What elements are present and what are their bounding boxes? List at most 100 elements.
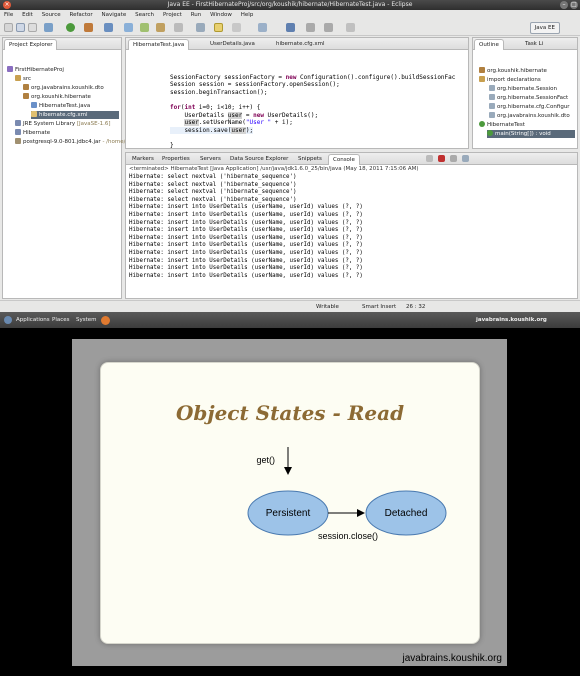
project-icon [7, 66, 13, 72]
outline-item[interactable]: org.hibernate.Session [489, 85, 557, 93]
tree-item-hibernatetest[interactable]: HibernateTest.java [31, 102, 90, 110]
maximize-window-icon[interactable]: □ [570, 1, 578, 9]
outline-item-selected[interactable]: main(String[]) : void [487, 130, 575, 138]
console-header: <terminated> HibernateTest [Java Applica… [129, 166, 419, 172]
debug-icon[interactable] [44, 23, 53, 32]
menu-places[interactable]: Places [52, 317, 70, 323]
console-line: Hibernate: select nextval ('hibernate_se… [129, 196, 297, 203]
tab-outline[interactable]: Outline [474, 39, 504, 50]
pin-editor-icon[interactable] [346, 23, 355, 32]
menu-system[interactable]: System [76, 317, 97, 323]
open-type-icon[interactable] [156, 23, 165, 32]
tree-item-src[interactable]: src [15, 75, 31, 83]
new-icon[interactable] [4, 23, 13, 32]
perspective-java-ee[interactable]: Java EE [529, 22, 560, 34]
menu-bar: File Edit Source Refactor Navigate Searc… [0, 10, 580, 19]
persistent-label: Persistent [266, 508, 311, 519]
menu-run[interactable]: Run [190, 12, 202, 18]
menu-edit[interactable]: Edit [22, 12, 33, 18]
tab-hibernate-cfg-xml[interactable]: hibernate.cfg.xml [276, 41, 325, 47]
run-icon[interactable] [66, 23, 75, 32]
menu-applications[interactable]: Applications [16, 317, 50, 323]
outline-item[interactable]: import declarations [479, 76, 541, 84]
tab-markers[interactable]: Markers [132, 156, 154, 162]
menu-window[interactable]: Window [210, 12, 232, 18]
tab-data-source-explorer[interactable]: Data Source Explorer [230, 156, 289, 162]
tab-snippets[interactable]: Snippets [298, 156, 322, 162]
outline-panel: Outline Task Li org.koushik.hibernate im… [472, 37, 578, 149]
tab-hibernatetest-java[interactable]: HibernateTest.java [128, 39, 190, 50]
tree-item-postgres-jar[interactable]: postgresql-9.0-801.jdbc4.jar - /home/k [15, 138, 129, 146]
next-annotation-icon[interactable] [258, 23, 267, 32]
terminate-icon[interactable] [426, 155, 433, 162]
code-line: user.setUserName("User " + i); [184, 119, 293, 127]
menu-navigate[interactable]: Navigate [101, 12, 127, 18]
menu-source[interactable]: Source [41, 12, 61, 18]
status-insert-mode: Smart Insert [362, 304, 397, 310]
imports-icon [479, 76, 485, 82]
outline-item[interactable]: HibernateTest [479, 121, 525, 129]
minimize-window-icon[interactable]: – [560, 1, 568, 9]
code-editor[interactable]: SessionFactory sessionFactory = new Conf… [170, 66, 455, 150]
tab-properties[interactable]: Properties [162, 156, 190, 162]
outline-item[interactable]: org.javabrains.koushik.dto [489, 112, 570, 120]
status-cursor-position: 26 : 32 [406, 304, 426, 310]
show-whitespace-icon[interactable] [232, 23, 241, 32]
import-icon [489, 112, 495, 118]
outline-item[interactable]: org.hibernate.cfg.Configur [489, 103, 570, 111]
new-java-project-icon[interactable] [124, 23, 133, 32]
forward-icon[interactable] [324, 23, 333, 32]
last-edit-location-icon[interactable] [286, 23, 295, 32]
console-line: Hibernate: insert into UserDetails (user… [129, 211, 363, 218]
library-icon [15, 129, 21, 135]
state-diagram: get() Persistent session.close() Detache… [247, 447, 447, 541]
tree-item-hibernate-package[interactable]: org.koushik.hibernate [23, 93, 91, 101]
new-package-icon[interactable] [140, 23, 149, 32]
code-line: SessionFactory sessionFactory = new Conf… [170, 73, 456, 81]
gnome-foot-icon[interactable] [4, 316, 12, 324]
tree-item-dto-package[interactable]: org.javabrains.koushik.dto [23, 84, 104, 92]
status-bar: Writable Smart Insert 26 : 32 [0, 300, 580, 312]
save-icon[interactable] [16, 23, 25, 32]
menu-file[interactable]: File [4, 12, 14, 18]
search-icon[interactable] [174, 23, 183, 32]
annotation-icon[interactable] [214, 23, 223, 32]
code-line: UserDetails user = new UserDetails(); [170, 111, 319, 119]
console-output[interactable]: Hibernate: select nextval ('hibernate_se… [129, 174, 363, 280]
scroll-lock-icon[interactable] [462, 155, 469, 162]
tab-userdetails-java[interactable]: UserDetails.java [210, 41, 255, 47]
firefox-icon[interactable] [101, 316, 110, 325]
remove-launch-icon[interactable] [438, 155, 445, 162]
tree-item-jre[interactable]: JRE System Library [JavaSE-1.6] [15, 120, 111, 128]
slide-card: Object States - Read get() Persistent se… [100, 362, 480, 644]
new-server-icon[interactable] [104, 23, 113, 32]
code-line: } [170, 141, 174, 149]
close-window-icon[interactable]: × [3, 1, 11, 9]
print-icon[interactable] [28, 23, 37, 32]
outline-item[interactable]: org.hibernate.SessionFact [489, 94, 568, 102]
menu-refactor[interactable]: Refactor [69, 12, 93, 18]
clear-console-icon[interactable] [450, 155, 457, 162]
editor-panel: HibernateTest.java UserDetails.java hibe… [125, 37, 469, 149]
menu-search[interactable]: Search [135, 12, 155, 18]
menu-project[interactable]: Project [162, 12, 182, 18]
menu-help[interactable]: Help [240, 12, 254, 18]
tree-item-hibernate-cfg[interactable]: hibernate.cfg.xml [31, 111, 119, 119]
tree-item-hibernate-lib[interactable]: Hibernate [15, 129, 50, 137]
tab-console[interactable]: Console [328, 154, 360, 165]
tree-item-project[interactable]: FirstHibernateProj [7, 66, 64, 74]
package-icon [23, 84, 29, 90]
library-icon [15, 120, 21, 126]
label-session-close: session.close() [318, 531, 378, 541]
editor-tabbar: HibernateTest.java UserDetails.java hibe… [126, 38, 468, 50]
external-tools-icon[interactable] [84, 23, 93, 32]
toggle-mark-occurrences-icon[interactable] [196, 23, 205, 32]
tab-servers[interactable]: Servers [200, 156, 221, 162]
outline-item[interactable]: org.koushik.hibernate [479, 67, 547, 75]
main-toolbar: Java EE [0, 19, 580, 36]
label-get: get() [256, 455, 275, 465]
tab-task-list[interactable]: Task Li [525, 41, 544, 47]
back-icon[interactable] [306, 23, 315, 32]
tab-project-explorer[interactable]: Project Explorer [4, 39, 58, 50]
project-explorer-tabbar: Project Explorer [3, 38, 121, 50]
